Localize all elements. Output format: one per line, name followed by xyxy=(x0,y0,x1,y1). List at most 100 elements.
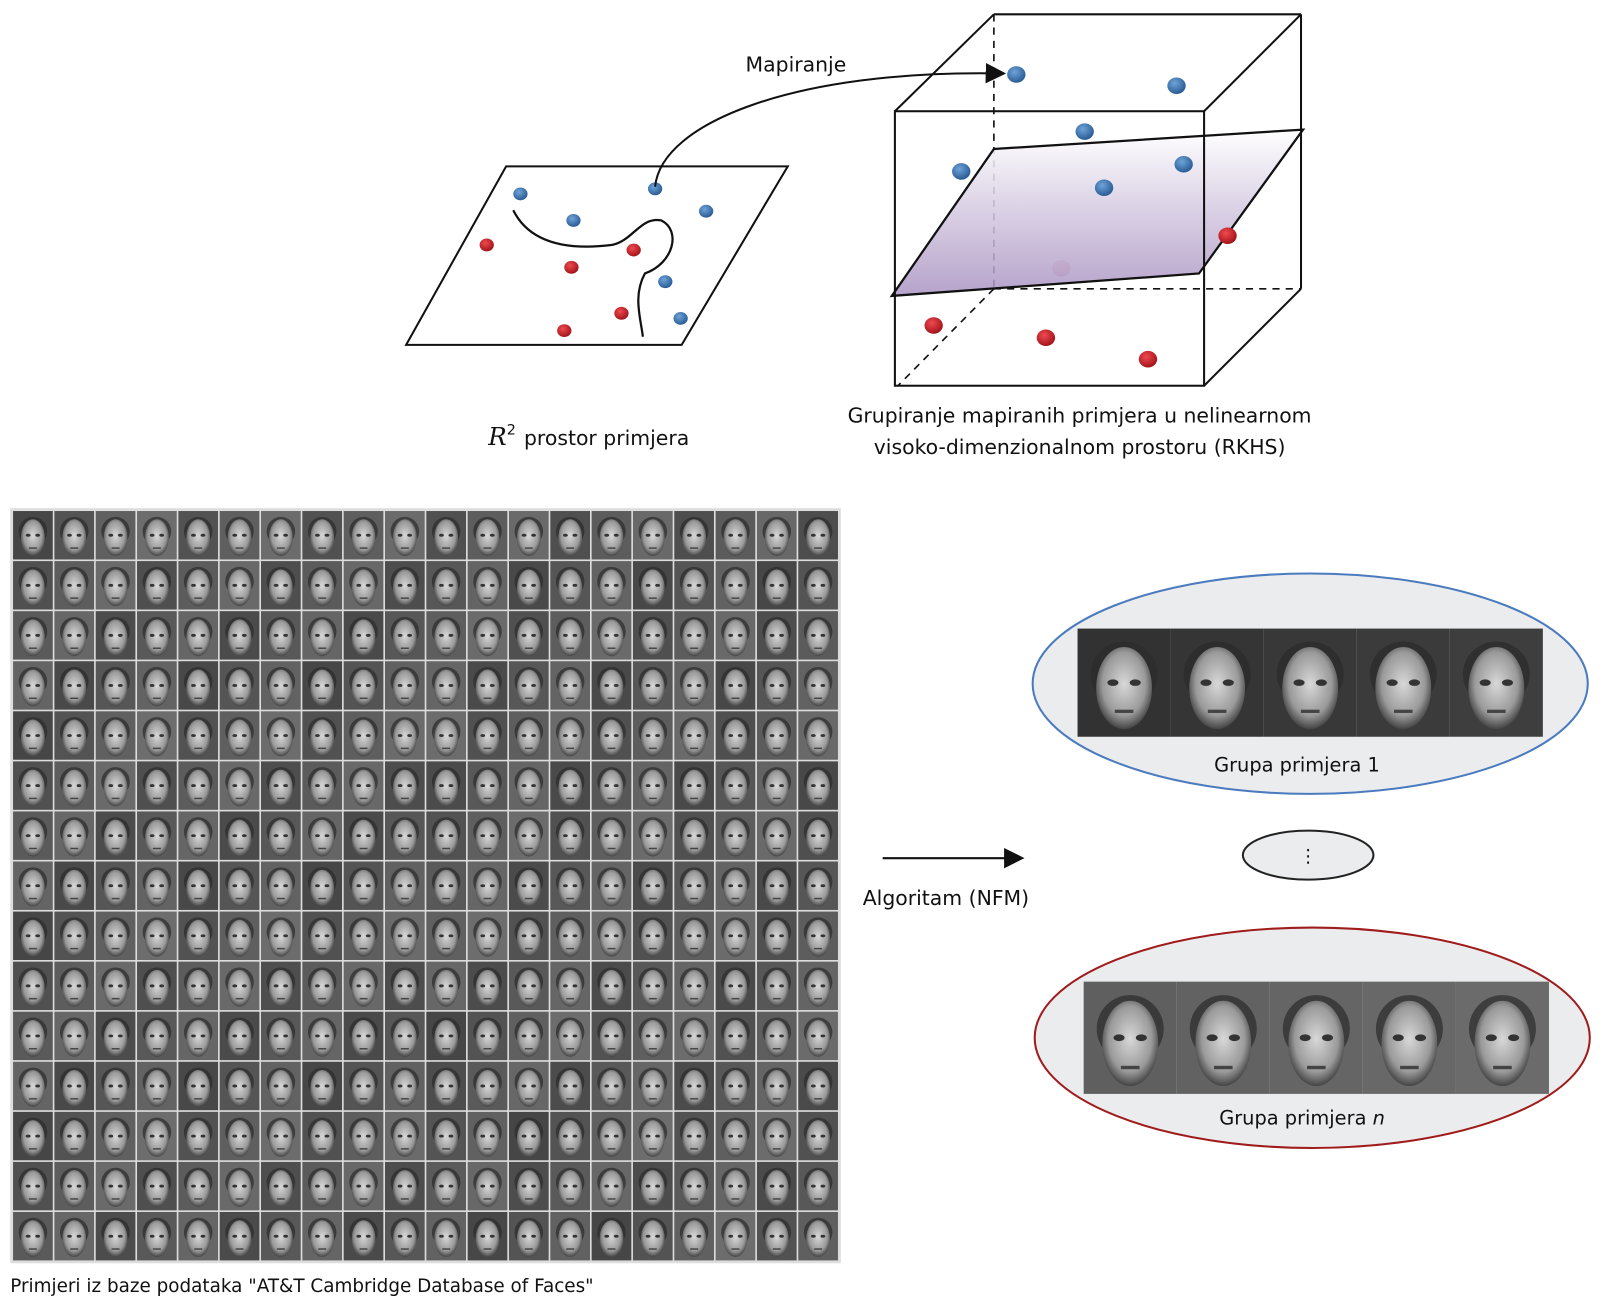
face-thumbnail xyxy=(13,1011,53,1061)
face-thumbnail xyxy=(13,1061,53,1111)
face-thumbnail xyxy=(674,911,714,961)
input-space-text: prostor primjera xyxy=(524,426,689,450)
face-thumbnail xyxy=(178,1061,219,1111)
face-thumbnail xyxy=(13,761,53,810)
face-thumbnail xyxy=(632,661,673,710)
face-thumbnail xyxy=(302,511,343,560)
face-thumbnail xyxy=(508,511,549,560)
face-thumbnail xyxy=(632,1111,673,1161)
face-thumbnail xyxy=(756,1011,797,1061)
face-thumbnail xyxy=(756,861,797,910)
face-thumbnail xyxy=(1170,628,1264,737)
face-thumbnail xyxy=(756,561,797,610)
face-thumbnail xyxy=(632,561,673,610)
face-thumbnail xyxy=(426,911,467,961)
face-thumbnail xyxy=(385,811,425,860)
face-thumbnail xyxy=(632,611,673,660)
face-thumbnail xyxy=(302,961,343,1011)
face-thumbnail xyxy=(95,1061,136,1111)
face-thumbnail xyxy=(798,1211,838,1261)
face-thumbnail xyxy=(467,1161,508,1211)
face-thumbnail xyxy=(137,911,177,961)
face-thumbnail xyxy=(508,961,549,1011)
face-thumbnail xyxy=(54,1211,95,1261)
face-thumbnail xyxy=(343,1061,384,1111)
face-thumbnail xyxy=(632,911,673,961)
blue-point xyxy=(1167,77,1186,94)
face-thumbnail xyxy=(54,511,95,560)
face-thumbnail xyxy=(178,961,219,1011)
face-thumbnail xyxy=(302,1211,343,1261)
face-thumbnail xyxy=(385,1061,425,1111)
face-thumbnail xyxy=(1356,628,1450,737)
face-thumbnail xyxy=(13,911,53,961)
face-thumbnail xyxy=(219,861,260,910)
feature-space-cube xyxy=(889,13,1306,387)
face-thumbnail xyxy=(1449,628,1543,737)
face-thumbnail xyxy=(798,1111,838,1161)
face-thumbnail xyxy=(674,1211,714,1261)
face-thumbnail xyxy=(674,761,714,810)
face-thumbnail xyxy=(219,811,260,860)
face-thumbnail xyxy=(385,911,425,961)
face-thumbnail xyxy=(95,961,136,1011)
face-thumbnail xyxy=(591,761,632,810)
face-thumbnail xyxy=(178,861,219,910)
face-thumbnail xyxy=(261,861,301,910)
blue-point xyxy=(1007,66,1026,83)
face-thumbnail xyxy=(95,1211,136,1261)
face-thumbnail xyxy=(632,761,673,810)
face-thumbnail xyxy=(467,711,508,760)
face-thumbnail xyxy=(261,511,301,560)
face-thumbnail xyxy=(261,561,301,610)
face-thumbnail xyxy=(798,1061,838,1111)
face-thumbnail xyxy=(343,1011,384,1061)
face-thumbnail xyxy=(178,1111,219,1161)
face-thumbnail xyxy=(95,661,136,710)
face-thumbnail xyxy=(219,761,260,810)
face-thumbnail xyxy=(1455,981,1549,1094)
face-thumbnail xyxy=(137,711,177,760)
face-thumbnail xyxy=(343,1111,384,1161)
face-thumbnail xyxy=(385,561,425,610)
face-thumbnail xyxy=(674,861,714,910)
face-thumbnail xyxy=(632,1061,673,1111)
face-thumbnail xyxy=(178,1211,219,1261)
face-thumbnail xyxy=(1077,628,1171,737)
feature-space-label-1: Grupiranje mapiranih primjera u nelinear… xyxy=(848,403,1312,427)
face-thumbnail xyxy=(715,811,756,860)
face-thumbnail xyxy=(13,1211,53,1261)
face-thumbnail xyxy=(137,861,177,910)
face-thumbnail xyxy=(261,1061,301,1111)
face-thumbnail xyxy=(467,911,508,961)
face-thumbnail xyxy=(508,561,549,610)
face-thumbnail xyxy=(550,911,590,961)
face-thumbnail xyxy=(426,1211,467,1261)
face-thumbnail xyxy=(426,1011,467,1061)
face-thumbnail xyxy=(550,1011,590,1061)
face-thumbnail xyxy=(219,1111,260,1161)
blue-point xyxy=(952,163,971,180)
red-point xyxy=(564,260,579,274)
face-thumbnail xyxy=(426,761,467,810)
face-thumbnail xyxy=(219,611,260,660)
face-thumbnail xyxy=(343,911,384,961)
face-thumbnail xyxy=(508,711,549,760)
face-thumbnail xyxy=(343,511,384,560)
face-thumbnail xyxy=(674,1161,714,1211)
face-thumbnail xyxy=(756,911,797,961)
blue-point xyxy=(1075,123,1094,140)
face-thumbnail xyxy=(219,661,260,710)
face-dataset-grid xyxy=(10,508,841,1264)
face-thumbnail xyxy=(261,611,301,660)
face-thumbnail xyxy=(591,611,632,660)
face-thumbnail xyxy=(591,861,632,910)
face-thumbnail xyxy=(137,811,177,860)
face-thumbnail xyxy=(385,1111,425,1161)
face-thumbnail xyxy=(95,861,136,910)
face-thumbnail xyxy=(385,711,425,760)
blue-point xyxy=(513,187,528,201)
face-thumbnail xyxy=(715,911,756,961)
cluster-1-label: Grupa primjera 1 xyxy=(1214,753,1380,776)
